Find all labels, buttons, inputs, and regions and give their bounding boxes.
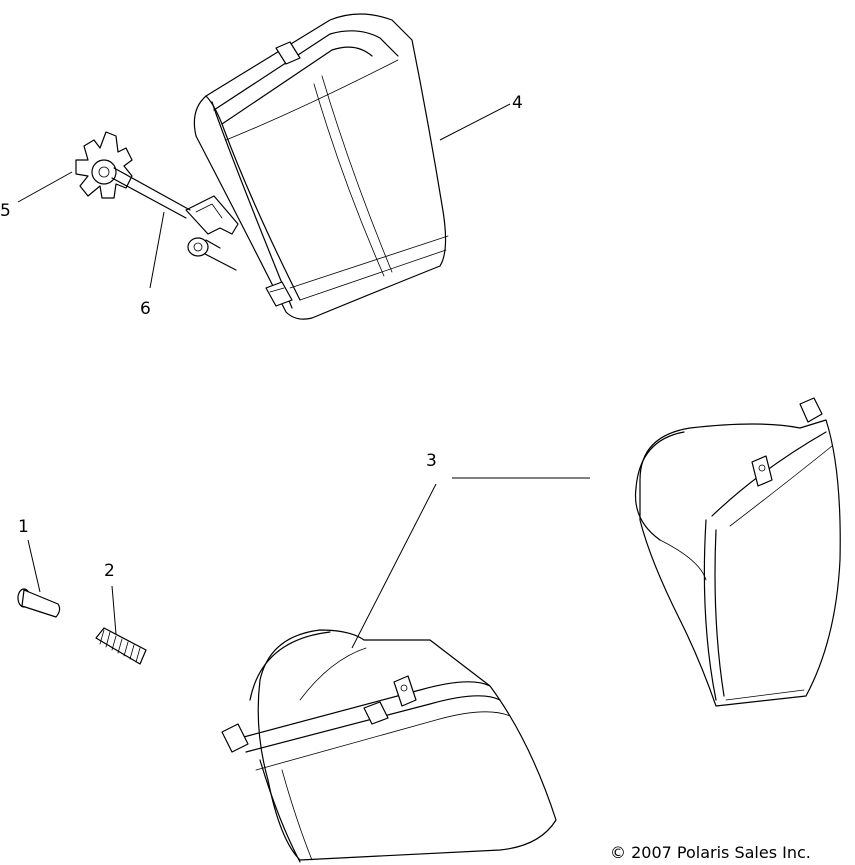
- part-3-headlight-rear: [634, 397, 841, 707]
- part-5-adjuster-gear: [75, 131, 133, 199]
- callout-4: 4: [512, 93, 523, 113]
- part-4-headlight-housing: [185, 13, 449, 320]
- leader-2: [111, 585, 117, 635]
- callout-numbers: 4 5 6 3 1 2: [0, 93, 523, 581]
- part-6-adjuster-shaft: [111, 167, 191, 219]
- callout-2: 2: [104, 561, 115, 581]
- callout-6: 6: [140, 299, 151, 319]
- leader-3: [351, 477, 590, 649]
- callout-1: 1: [18, 517, 29, 537]
- leader-6: [149, 211, 165, 289]
- part-3-headlight-front: [221, 629, 557, 863]
- part-2-spring: [95, 627, 147, 665]
- callout-5: 5: [0, 201, 11, 221]
- leader-4: [439, 103, 511, 141]
- copyright-notice: © 2007 Polaris Sales Inc.: [610, 843, 811, 862]
- callout-3: 3: [426, 451, 437, 471]
- part-1-screw: [17, 588, 61, 618]
- callout-leaders: [17, 103, 590, 649]
- leader-5: [17, 171, 73, 203]
- leader-1: [27, 539, 41, 593]
